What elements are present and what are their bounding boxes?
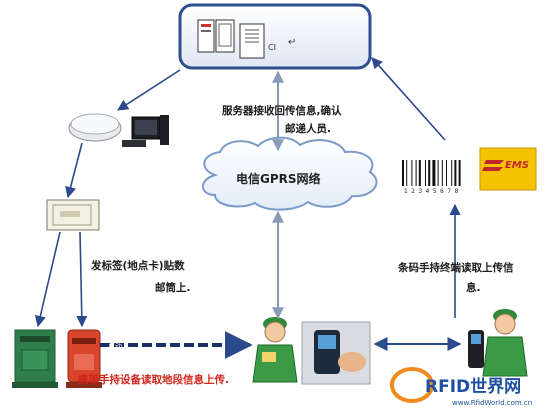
logo-sub: www.RfidWorld.com.cn — [452, 399, 532, 407]
postman-barcode-icon — [468, 309, 528, 377]
arrow-barcode-to-server — [371, 57, 446, 141]
server-card-label: CI — [268, 43, 276, 52]
server-cabinet-icon — [239, 23, 265, 59]
barcode-bar — [402, 160, 404, 186]
barcode-bar — [428, 160, 431, 186]
handheld-terminal-photo — [301, 321, 371, 385]
barcode-note-line2: 息. — [466, 282, 481, 294]
barcode-bar — [451, 160, 453, 186]
logo-main: RFID世界网 — [425, 377, 521, 397]
barcode-bar — [425, 160, 426, 186]
server-box: CI ↵ — [178, 3, 372, 70]
rfid-tag-icon — [46, 199, 100, 231]
arrows — [34, 57, 462, 359]
barcode-note-line1: 条码手持终端读取上传信 — [398, 262, 514, 274]
gprs-cloud — [202, 136, 378, 211]
barcode-bar — [415, 160, 417, 186]
red-postbox-icon — [66, 329, 102, 388]
barcode-bar — [446, 160, 447, 186]
arrow-tag-to-red-postbox — [76, 231, 88, 328]
cloud-label: 电信GPRS网络 — [236, 171, 321, 186]
server-note-line1: 服务器接收回传信息,确认 — [222, 105, 342, 117]
computer-icon — [122, 115, 169, 147]
arrow-small-label: 自动 — [108, 342, 122, 351]
barcode-bar — [432, 160, 436, 186]
return-mark: ↵ — [288, 37, 296, 48]
barcode-bar — [418, 160, 421, 186]
arrow-tag-to-green-postbox — [34, 231, 61, 328]
ems-text: EMS — [505, 160, 529, 171]
server-icon — [197, 19, 235, 53]
barcode-bar — [458, 160, 461, 186]
barcode-digits: 1 2 3 4 5 6 7 8 — [404, 188, 459, 195]
postman-icon — [252, 317, 298, 383]
arrow-server-to-reader — [117, 69, 181, 111]
ems-wings-icon — [482, 160, 504, 171]
arrow-reader-to-tag — [65, 142, 83, 199]
barcode-bar — [406, 160, 408, 186]
barcode-bar — [454, 160, 457, 186]
ems-logo — [479, 147, 537, 191]
handheld-note: 携带手持设备读取地段信息上传. — [78, 374, 229, 386]
barcode-bar — [411, 160, 413, 186]
tag-note-line1: 发标签(地点卡)贴数 — [91, 260, 185, 272]
server-note-line2: 邮递人员. — [285, 123, 331, 135]
rfid-reader-icon — [68, 113, 122, 142]
barcode-icon — [402, 160, 461, 186]
barcode-bar — [441, 160, 443, 186]
barcode-bar — [437, 160, 439, 186]
rfidworld-logo: RFID世界网 www.RfidWorld.com.cn — [390, 367, 532, 407]
tag-note-line2: 邮筒上. — [155, 282, 191, 294]
green-postbox-icon — [12, 329, 58, 388]
